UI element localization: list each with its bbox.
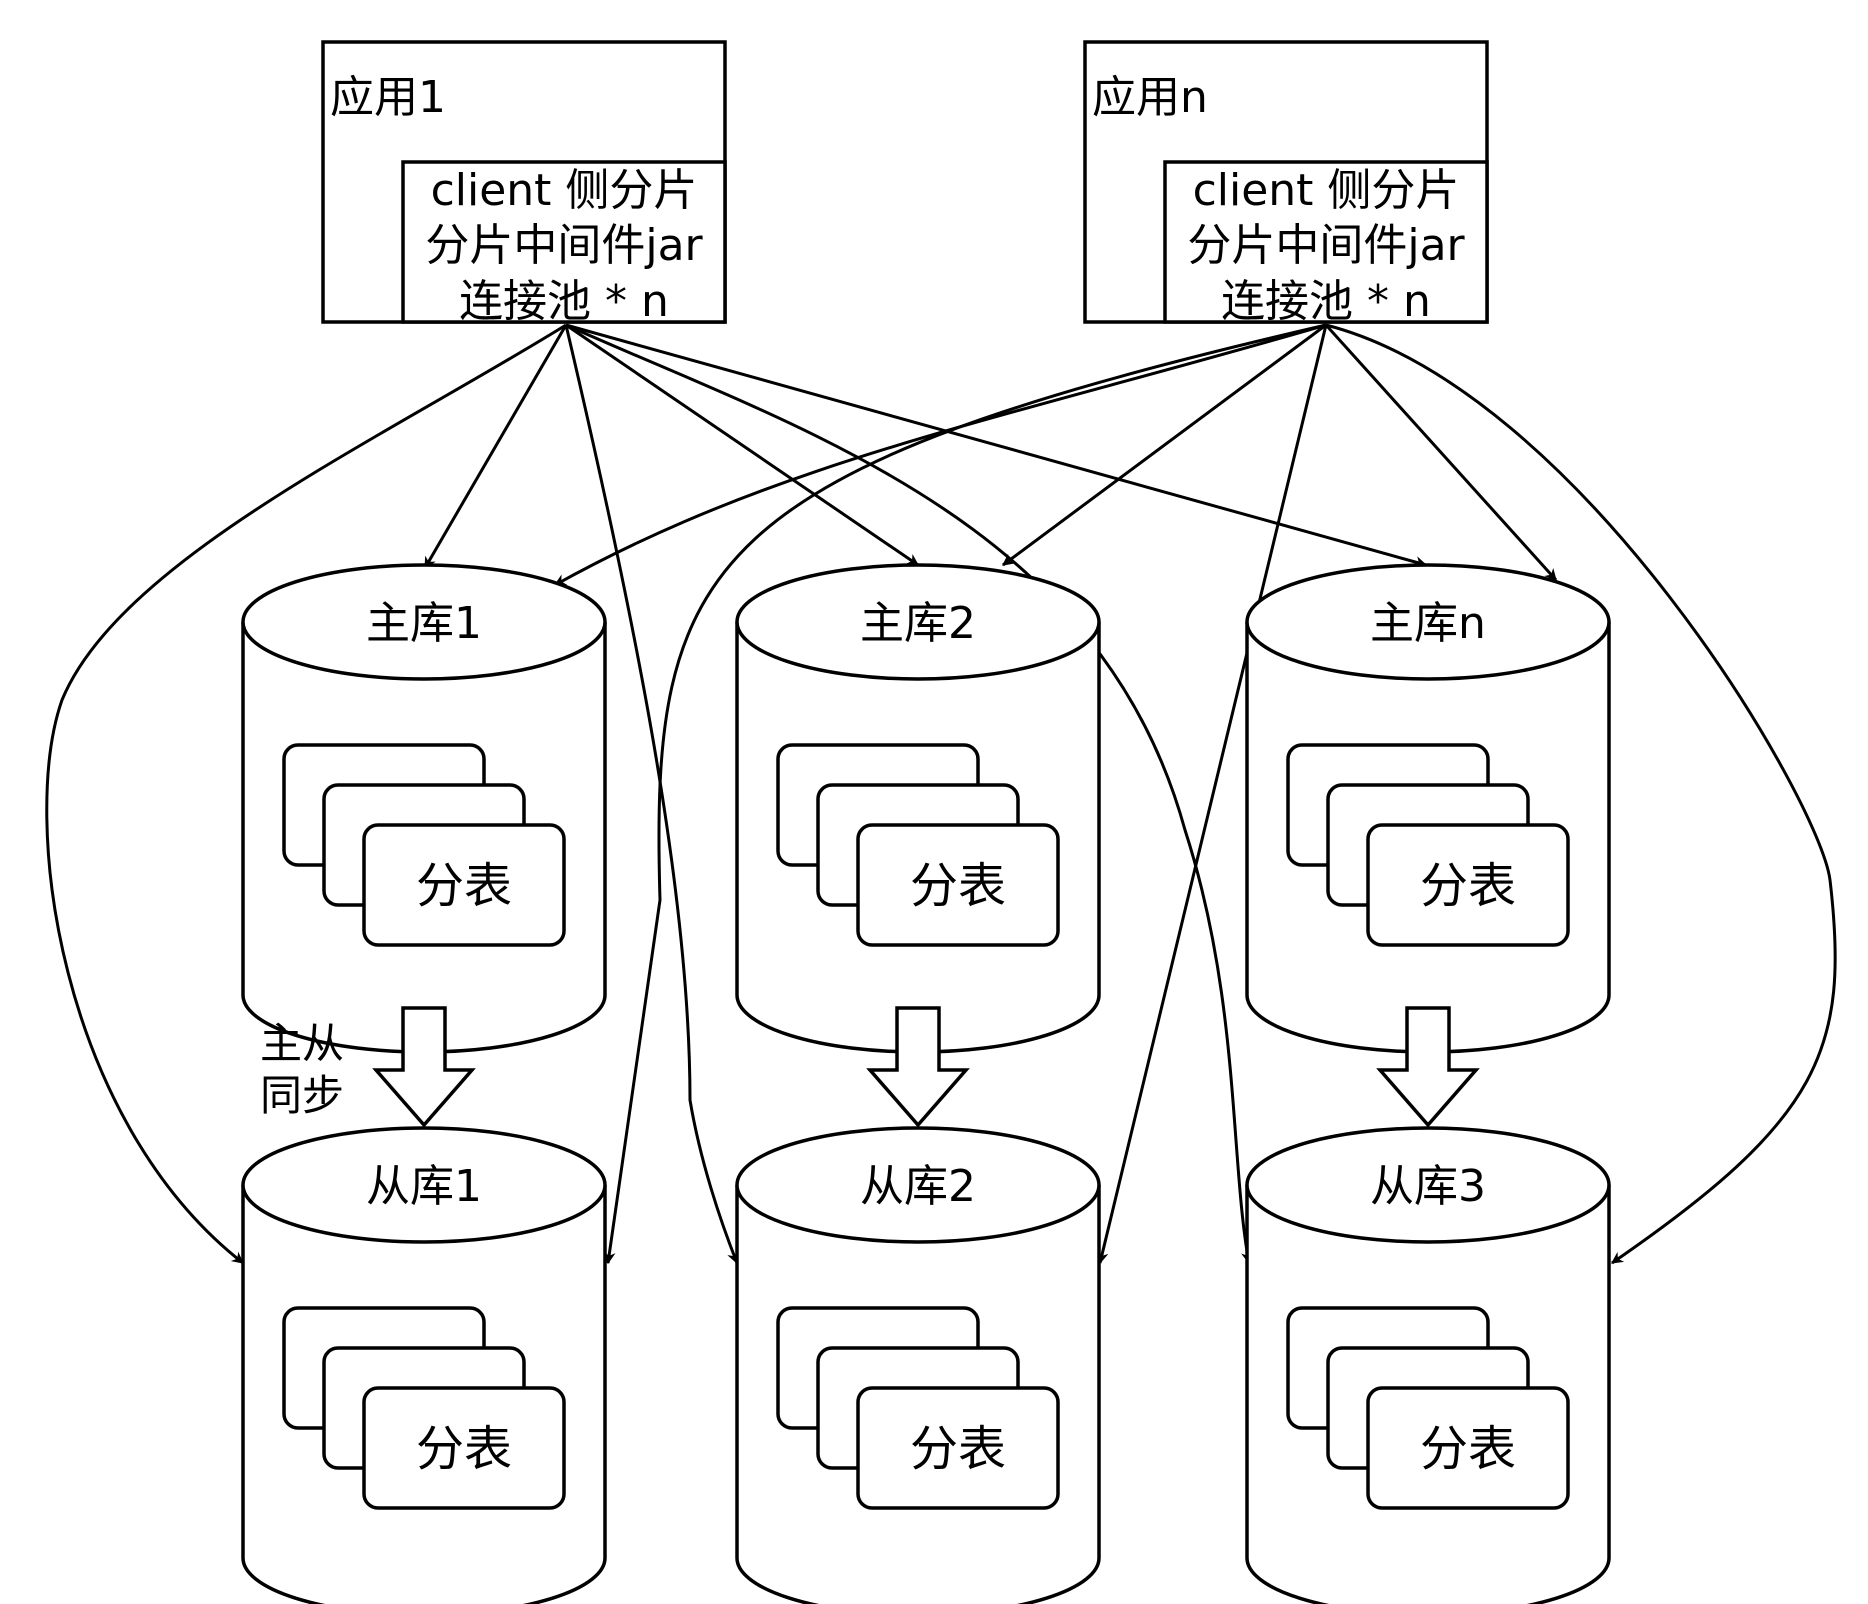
sync-arrow-3 (1376, 1006, 1480, 1128)
connection-line-8 (603, 323, 1327, 1265)
master-db-1-table-3 (362, 823, 566, 947)
master-db-3: 主库n 分表 (1245, 563, 1611, 1054)
app-1-box: 应用1 client 侧分片 分片中间件jar 连接池 * n (321, 40, 727, 327)
slave-db-3-label: 从库3 (1370, 1161, 1486, 1212)
master-db-3-table-3 (1366, 823, 1570, 947)
connection-line-12 (1325, 323, 1837, 1265)
connection-line-7 (553, 323, 1327, 587)
slave-db-1-table-label: 分表 (416, 1421, 512, 1477)
sync-arrow-1 (372, 1006, 476, 1128)
app-1-title: 应用1 (330, 72, 446, 123)
master-db-1: 主库1 分表 (241, 563, 607, 1054)
connection-line-5 (565, 323, 1253, 1265)
slave-db-2: 从库2 分表 (735, 1126, 1101, 1604)
connection-lines (45, 323, 1837, 1265)
slave-db-2-label: 从库2 (860, 1161, 976, 1212)
connection-line-2 (45, 323, 567, 1265)
slave-db-3: 从库3 分表 (1245, 1126, 1611, 1604)
app-n-box: 应用n client 侧分片 分片中间件jar 连接池 * n (1083, 40, 1489, 327)
slave-db-1-label: 从库1 (366, 1161, 482, 1212)
master-db-1-table-label: 分表 (416, 858, 512, 914)
app-n-line-pool: 连接池 * n (1221, 276, 1431, 327)
connection-line-9 (1002, 323, 1327, 567)
connection-line-11 (1324, 323, 1558, 582)
app-1-line-pool: 连接池 * n (459, 276, 669, 327)
master-db-2-table-3 (856, 823, 1060, 947)
master-slave-sync-arrows (372, 1006, 1480, 1128)
slave-db-2-table-label: 分表 (910, 1421, 1006, 1477)
master-db-3-table-label: 分表 (1420, 858, 1516, 914)
app-n-line-middleware: 分片中间件jar (1187, 220, 1465, 271)
master-db-2: 主库2 分表 (735, 563, 1101, 1054)
sync-label-line-2: 同步 (260, 1071, 344, 1120)
connection-line-6 (565, 323, 1428, 568)
app-1-line-client: client 侧分片 (431, 165, 698, 216)
app-n-title: 应用n (1092, 72, 1208, 123)
connection-line-1 (423, 324, 568, 570)
master-db-3-label: 主库n (1370, 598, 1486, 649)
connection-line-10 (1096, 324, 1328, 1265)
master-db-2-label: 主库2 (860, 598, 976, 649)
connection-line-4 (565, 323, 919, 567)
app-n-line-client: client 侧分片 (1193, 165, 1460, 216)
master-db-1-label: 主库1 (366, 598, 482, 649)
slave-db-1-table-3 (362, 1386, 566, 1510)
sync-arrow-2 (866, 1006, 970, 1128)
slave-db-3-table-label: 分表 (1420, 1421, 1516, 1477)
slave-db-1: 从库1 分表 (241, 1126, 607, 1604)
sync-label-line-1: 主从 (260, 1019, 344, 1068)
app-1-line-middleware: 分片中间件jar (425, 220, 703, 271)
connection-line-3 (564, 324, 739, 1265)
slave-db-2-table-3 (856, 1386, 1060, 1510)
slave-db-3-table-3 (1366, 1386, 1570, 1510)
master-db-2-table-label: 分表 (910, 858, 1006, 914)
